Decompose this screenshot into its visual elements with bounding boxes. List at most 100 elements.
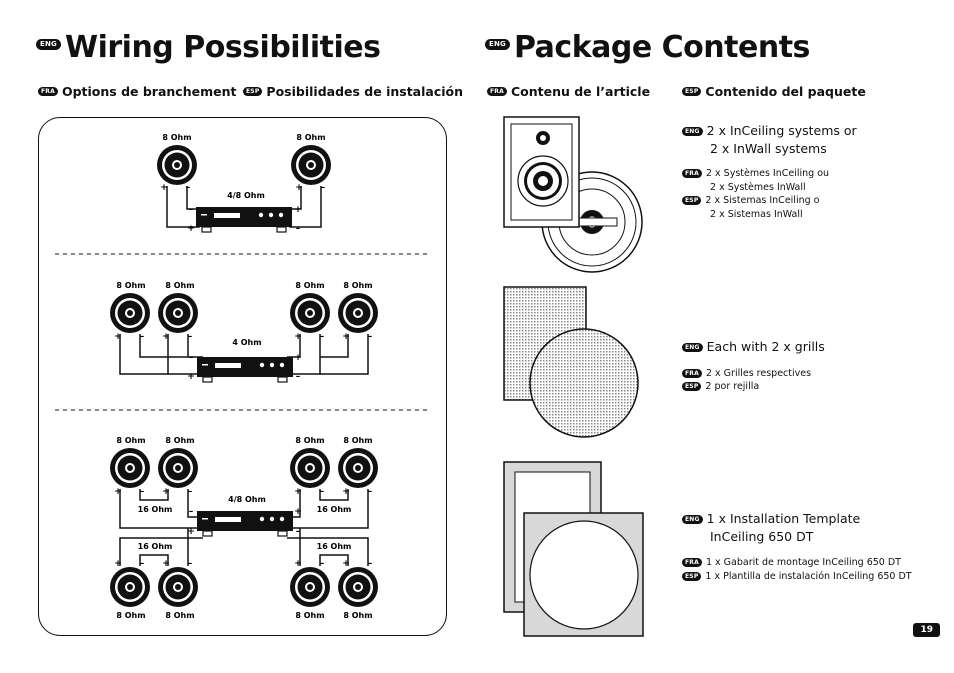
speaker-impedance-label: 8 Ohm [295, 281, 324, 290]
page-number: 19 [913, 623, 940, 637]
lang-badge-esp: ESP [682, 87, 702, 96]
polarity-minus-label: – [188, 332, 193, 342]
diagram-eight-speakers [119, 489, 369, 566]
polarity-minus-label: – [368, 559, 373, 569]
speaker-impedance-label: 8 Ohm [165, 436, 194, 445]
speaker-icon [110, 448, 150, 488]
polarity-minus-label: – [189, 205, 194, 215]
polarity-minus-label: – [140, 487, 145, 497]
item1-esp-line2: 2 x Sistemas InWall [710, 208, 803, 220]
lang-badge-eng: ENG [485, 39, 510, 50]
speaker-impedance-label: 8 Ohm [165, 281, 194, 290]
wiring-diagram-panel [38, 117, 447, 636]
amplifier-impedance-label: 4/8 Ohm [228, 495, 266, 504]
grills-illustration [503, 286, 639, 438]
item1-fra-line1: 2 x Systèmes InCeiling ou [705, 168, 830, 179]
polarity-plus-label: + [294, 332, 302, 342]
item3-esp-line1: 1 x Plantilla de instalación InCeiling 6… [705, 571, 912, 582]
amplifier-impedance-label: 4/8 Ohm [227, 191, 265, 200]
package-title-text: Package Contents [514, 30, 810, 65]
speaker-icon [110, 293, 150, 333]
speaker-icon [338, 293, 378, 333]
polarity-minus-label: – [296, 372, 301, 382]
lang-badge-esp: ESP [682, 382, 702, 391]
lang-badge-eng: ENG [682, 343, 703, 352]
speaker-impedance-label: 8 Ohm [116, 281, 145, 290]
speaker-impedance-label: 8 Ohm [116, 611, 145, 620]
speaker-impedance-label: 8 Ohm [165, 611, 194, 620]
speaker-icon [110, 567, 150, 607]
wiring-title-text: Wiring Possibilities [65, 30, 381, 65]
polarity-minus-label: – [140, 332, 145, 342]
lang-badge-esp: ESP [682, 572, 702, 581]
speaker-impedance-label: 8 Ohm [295, 436, 324, 445]
installation-template-illustration [503, 461, 644, 637]
lang-badge-fra: FRA [682, 169, 702, 178]
speaker-units-illustration [503, 116, 643, 273]
speaker-icon [290, 448, 330, 488]
speaker-impedance-label: 8 Ohm [116, 436, 145, 445]
polarity-minus-label: – [296, 527, 301, 537]
polarity-plus-label: + [342, 559, 350, 569]
polarity-minus-label: – [321, 183, 326, 193]
polarity-minus-label: – [189, 353, 194, 363]
polarity-minus-label: – [320, 332, 325, 342]
pair-impedance-label: 16 Ohm [317, 542, 352, 551]
polarity-plus-label: + [114, 332, 122, 342]
speaker-impedance-label: 8 Ohm [343, 611, 372, 620]
item1-fra-line2: 2 x Systèmes InWall [710, 181, 806, 193]
amplifier-icon [196, 510, 294, 537]
package-subtitle-esp-text: Contenido del paquete [705, 84, 866, 99]
polarity-plus-label: + [342, 332, 350, 342]
polarity-plus-label: + [294, 205, 302, 215]
lang-badge-fra: FRA [682, 369, 702, 378]
polarity-plus-label: + [294, 487, 302, 497]
amplifier-icon [196, 356, 294, 383]
polarity-plus-label: + [295, 183, 303, 193]
item2-esp-line1: 2 por rejilla [705, 381, 760, 392]
item1-eng-line1: 2 x InCeiling systems or [706, 123, 857, 138]
package-subtitle-fra-text: Contenu de l’article [510, 84, 651, 99]
wiring-subtitle-esp-text: Posibilidades de instalación [266, 84, 464, 99]
package-title: ENG Package Contents [485, 30, 810, 65]
item1-eng-line2: 2 x InWall systems [710, 141, 827, 156]
lang-badge-eng: ENG [36, 39, 61, 50]
item3-fra-line1: 1 x Gabarit de montage InCeiling 650 DT [705, 557, 901, 568]
polarity-plus-label: + [187, 527, 195, 537]
speaker-icon [158, 293, 198, 333]
polarity-minus-label: – [368, 487, 373, 497]
speaker-icon [158, 448, 198, 488]
lang-badge-fra: FRA [487, 87, 507, 96]
wiring-title: ENG Wiring Possibilities [36, 30, 381, 65]
polarity-minus-label: – [320, 487, 325, 497]
polarity-minus-label: – [188, 559, 193, 569]
item3-eng-line2: InCeiling 650 DT [710, 529, 814, 544]
item2-fra-line1: 2 x Grilles respectives [705, 368, 812, 379]
wiring-subtitle-fra-text: Options de branchement [61, 84, 237, 99]
speaker-icon [290, 293, 330, 333]
lang-badge-esp: ESP [682, 196, 702, 205]
speaker-impedance-label: 8 Ohm [295, 611, 324, 620]
item1-esp-line1: 2 x Sistemas InCeiling o [705, 195, 820, 206]
lang-badge-fra: FRA [682, 558, 702, 567]
speaker-icon [290, 567, 330, 607]
lang-badge-esp: ESP [243, 87, 263, 96]
polarity-plus-label: + [294, 559, 302, 569]
pair-impedance-label: 16 Ohm [138, 505, 173, 514]
speaker-impedance-label: 8 Ohm [162, 133, 191, 142]
polarity-minus-label: – [188, 487, 193, 497]
speaker-impedance-label: 8 Ohm [296, 133, 325, 142]
speaker-icon [338, 567, 378, 607]
